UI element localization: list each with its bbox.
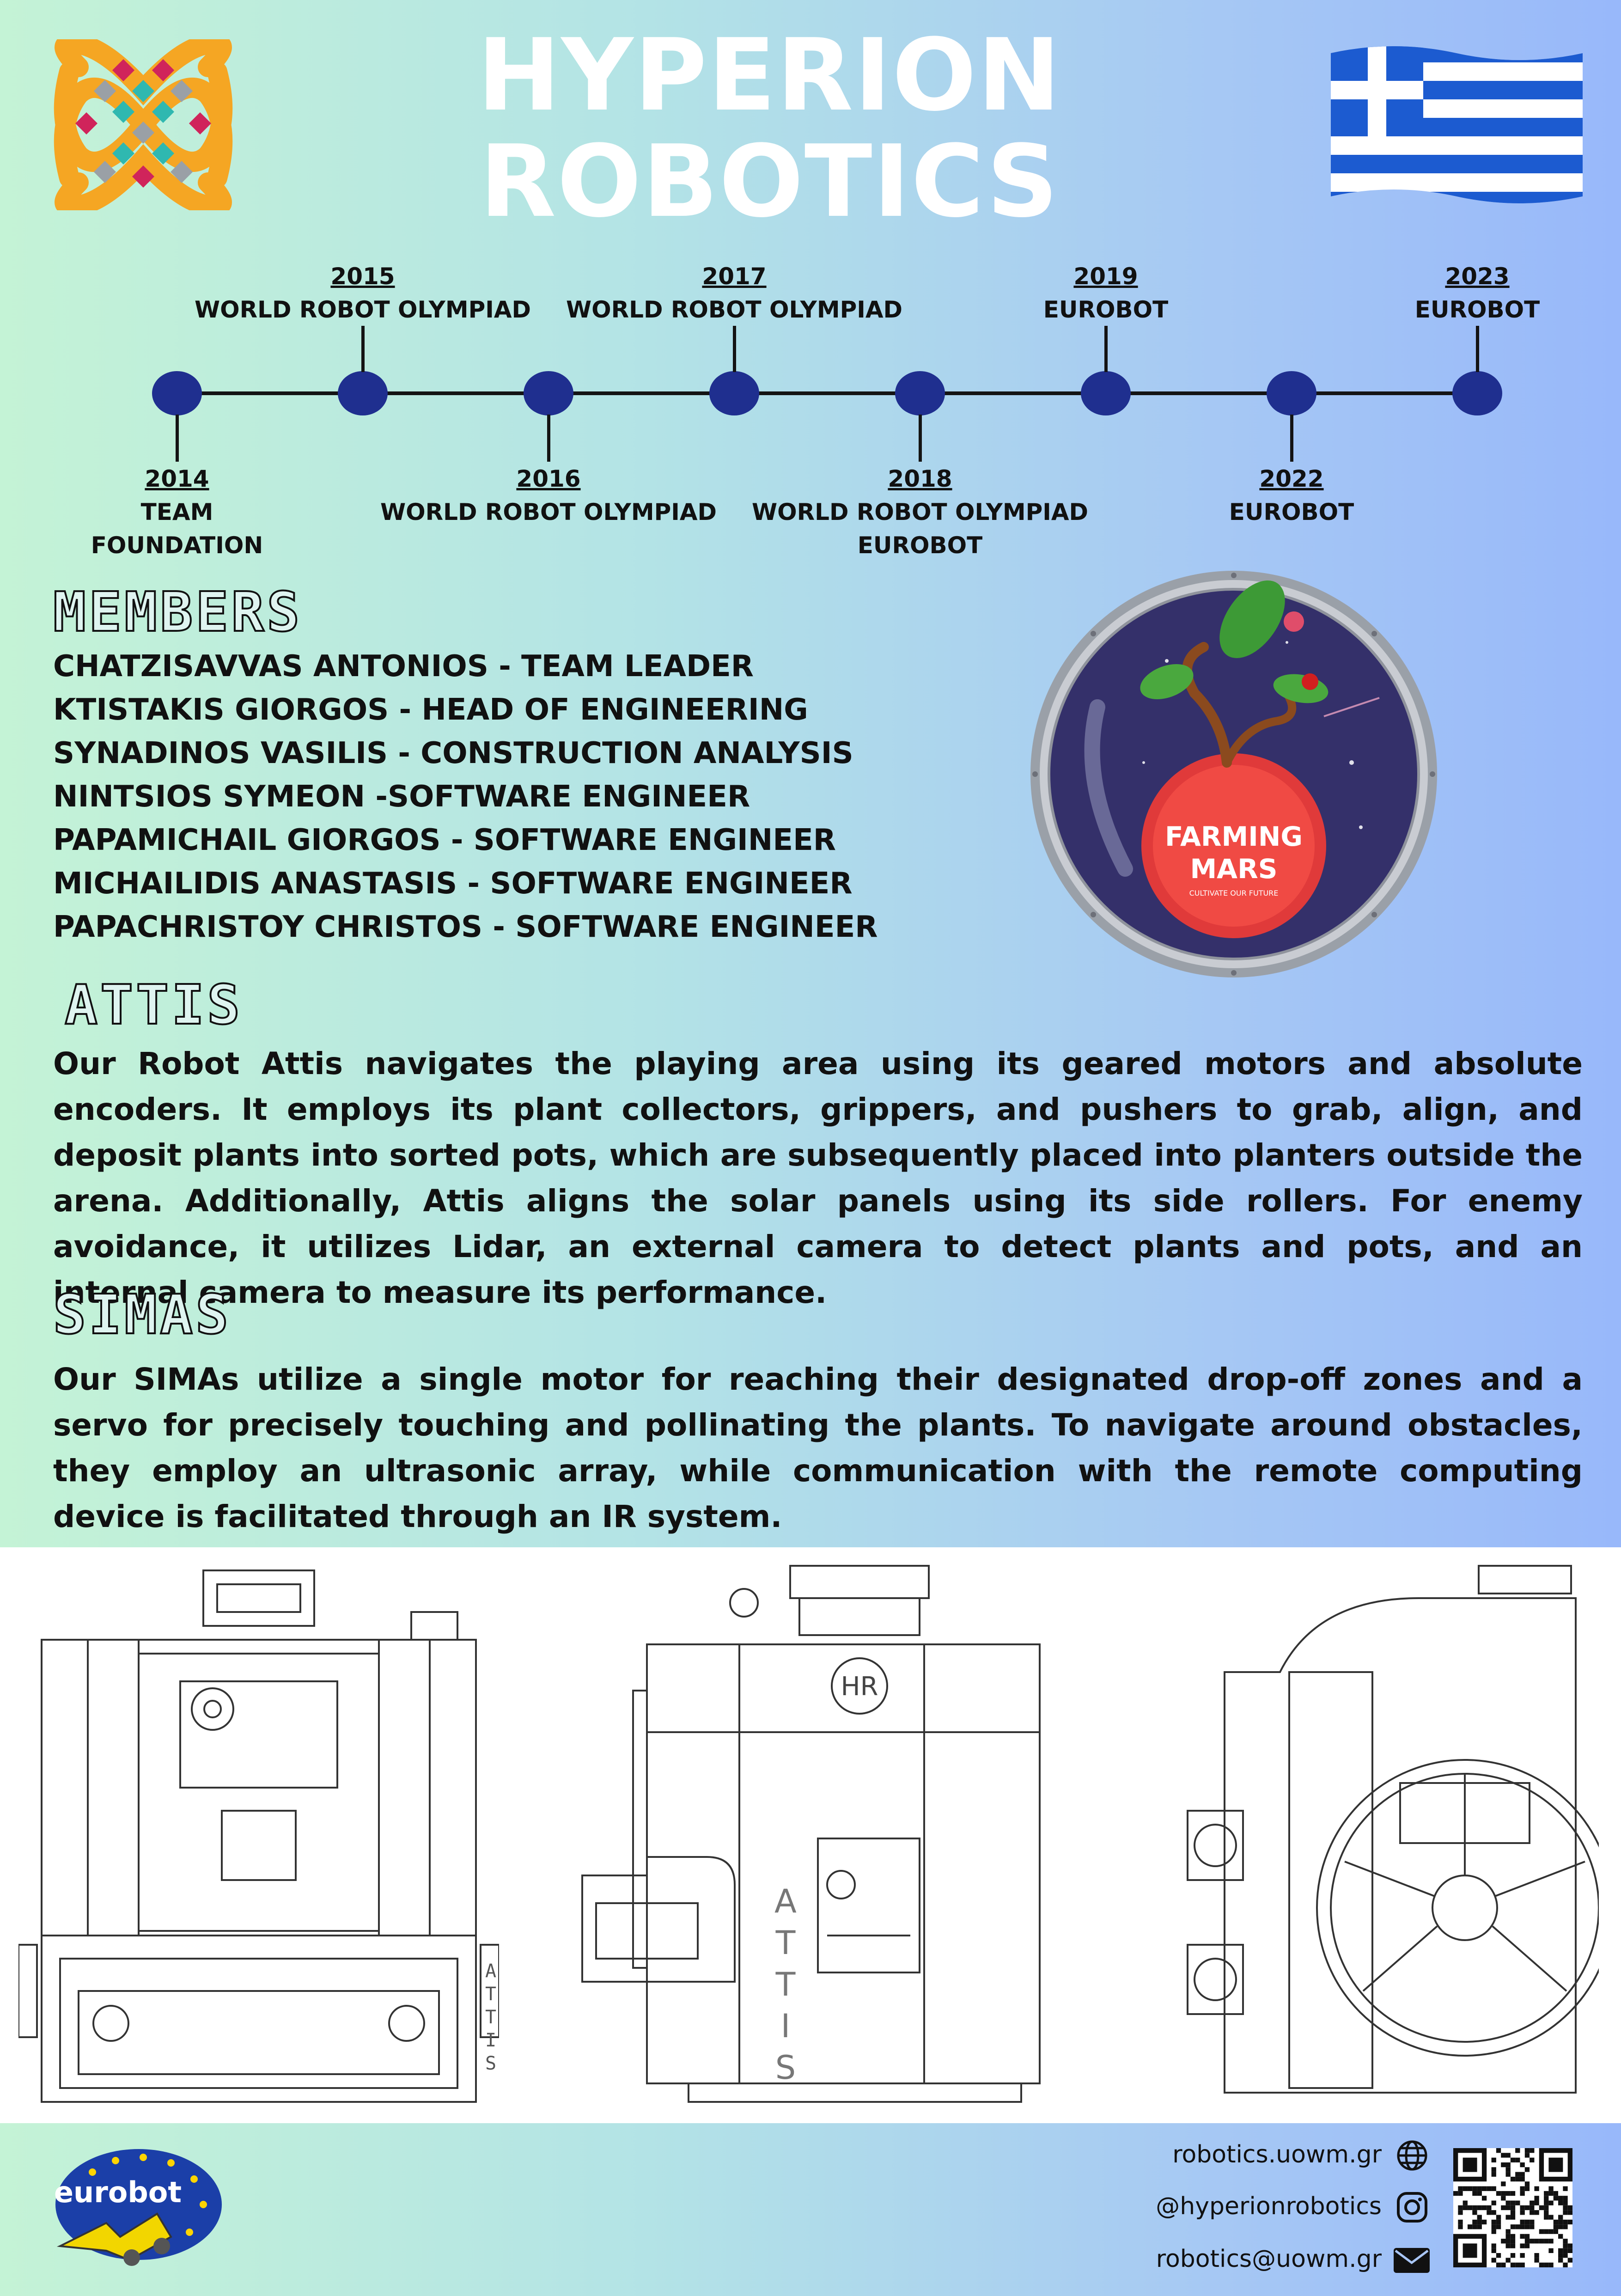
eurobot-logo: eurobot [51,2144,226,2278]
side-letter: T [775,1966,796,2003]
member-item: PAPACHRISTOY CHRISTOS - SOFTWARE ENGINEE… [53,910,878,944]
member-item: MICHAILIDIS ANASTASIS - SOFTWARE ENGINEE… [53,867,853,901]
globe-icon [1396,2139,1429,2172]
eurobot-logo-text: eurobot [54,2175,182,2209]
member-item: NINTSIOS SYMEON -SOFTWARE ENGINEER [53,780,750,814]
website-link[interactable]: robotics.uowm.gr [1172,2141,1382,2168]
timeline-event-label: EUROBOT [1043,296,1169,323]
instagram-icon [1396,2191,1429,2224]
timeline-year: 2016 [516,465,581,492]
member-item: SYNADINOS VASILIS - CONSTRUCTION ANALYSI… [53,736,853,770]
simas-heading: SIMAS [52,1282,232,1347]
timeline-dot [709,371,759,415]
member-item: CHATZISAVVAS ANTONIOS - TEAM LEADER [53,649,754,684]
sima-drawing [1187,1565,1599,2094]
members-list: CHATZISAVVAS ANTONIOS - TEAM LEADER KTIS… [53,645,977,949]
timeline-event-label: EUROBOT [1414,296,1540,323]
timeline-stem [1290,415,1293,462]
timeline-dot [1081,371,1131,415]
timeline-event-label: FOUNDATION [91,532,263,559]
hyperion-knot-logo-icon [54,39,233,210]
front-side-letter: I [485,2030,496,2051]
front-side-letter: S [485,2053,496,2074]
timeline-stem [176,415,179,462]
instagram-link[interactable]: @hyperionrobotics [1156,2192,1382,2220]
timeline-stem [361,326,365,372]
title-line-1: HYPERION [477,17,1062,133]
timeline-event-label: WORLD ROBOT OLYMPIAD [751,499,1089,525]
envelope-icon [1394,2246,1430,2275]
timeline-year: 2015 [330,263,395,290]
timeline-stem [919,415,922,462]
greece-flag-icon [1331,44,1583,210]
timeline-event-label: WORLD ROBOT OLYMPIAD [380,499,717,525]
badge-line-1: FARMING [1165,821,1303,852]
timeline-year: 2022 [1259,465,1324,492]
front-side-letter: T [485,1984,496,2005]
timeline-year: 2023 [1445,263,1510,290]
member-item: PAPAMICHAIL GIORGOS - SOFTWARE ENGINEER [53,823,836,857]
side-letter: S [775,2049,796,2087]
timeline-year: 2017 [702,263,767,290]
timeline-stem [547,415,550,462]
front-side-letter: T [485,2007,496,2028]
timeline-event-label: WORLD ROBOT OLYMPIAD [194,296,531,323]
badge-line-2: MARS [1190,853,1277,885]
timeline-dot [152,371,202,415]
qr-code-icon[interactable] [1453,2148,1572,2267]
members-heading: MEMBERS [52,579,303,645]
simas-description: Our SIMAs utilize a single motor for rea… [53,1362,1583,1534]
timeline-year: 2018 [888,465,952,492]
attis-side-view-drawing: HR A T T I S [581,1565,1041,2103]
timeline-dot [1452,371,1502,415]
timeline-event-label: EUROBOT [1229,499,1354,525]
timeline-dot [338,371,388,415]
hr-emblem: HR [841,1672,878,1702]
hyperion-logo [51,39,236,210]
title-line-2: ROBOTICS [479,123,1060,239]
robot-drawings: A T T I S [0,1547,1621,2123]
attis-heading: ATTIS [64,972,243,1038]
timeline-year: 2019 [1073,263,1138,290]
farming-mars-badge: FARMING MARS CULTIVATE OUR FUTURE [1028,568,1439,980]
side-letter: A [774,1882,797,1920]
email-link[interactable]: robotics@uowm.gr [1156,2245,1382,2273]
timeline-stem [1476,326,1479,372]
attis-front-view-drawing: A T T I S [18,1569,499,2103]
page-title: HYPERION ROBOTICS [462,22,1077,235]
timeline-line [176,391,1476,395]
member-item: KTISTAKIS GIORGOS - HEAD OF ENGINEERING [53,693,808,727]
attis-description: Our Robot Attis navigates the playing ar… [53,1046,1583,1310]
side-letter: T [775,1924,796,1962]
timeline-year: 2014 [145,465,209,492]
timeline-stem [1104,326,1108,372]
timeline-event-label: EUROBOT [857,532,983,559]
badge-tagline: CULTIVATE OUR FUTURE [1189,889,1279,898]
timeline-stem [733,326,736,372]
timeline-dot [1267,371,1316,415]
timeline-dot [524,371,573,415]
timeline-event-label: TEAM [140,499,213,525]
side-letter: I [781,2007,791,2045]
front-side-letter: A [485,1960,496,1982]
timeline-event-label: WORLD ROBOT OLYMPIAD [566,296,903,323]
timeline-dot [895,371,945,415]
